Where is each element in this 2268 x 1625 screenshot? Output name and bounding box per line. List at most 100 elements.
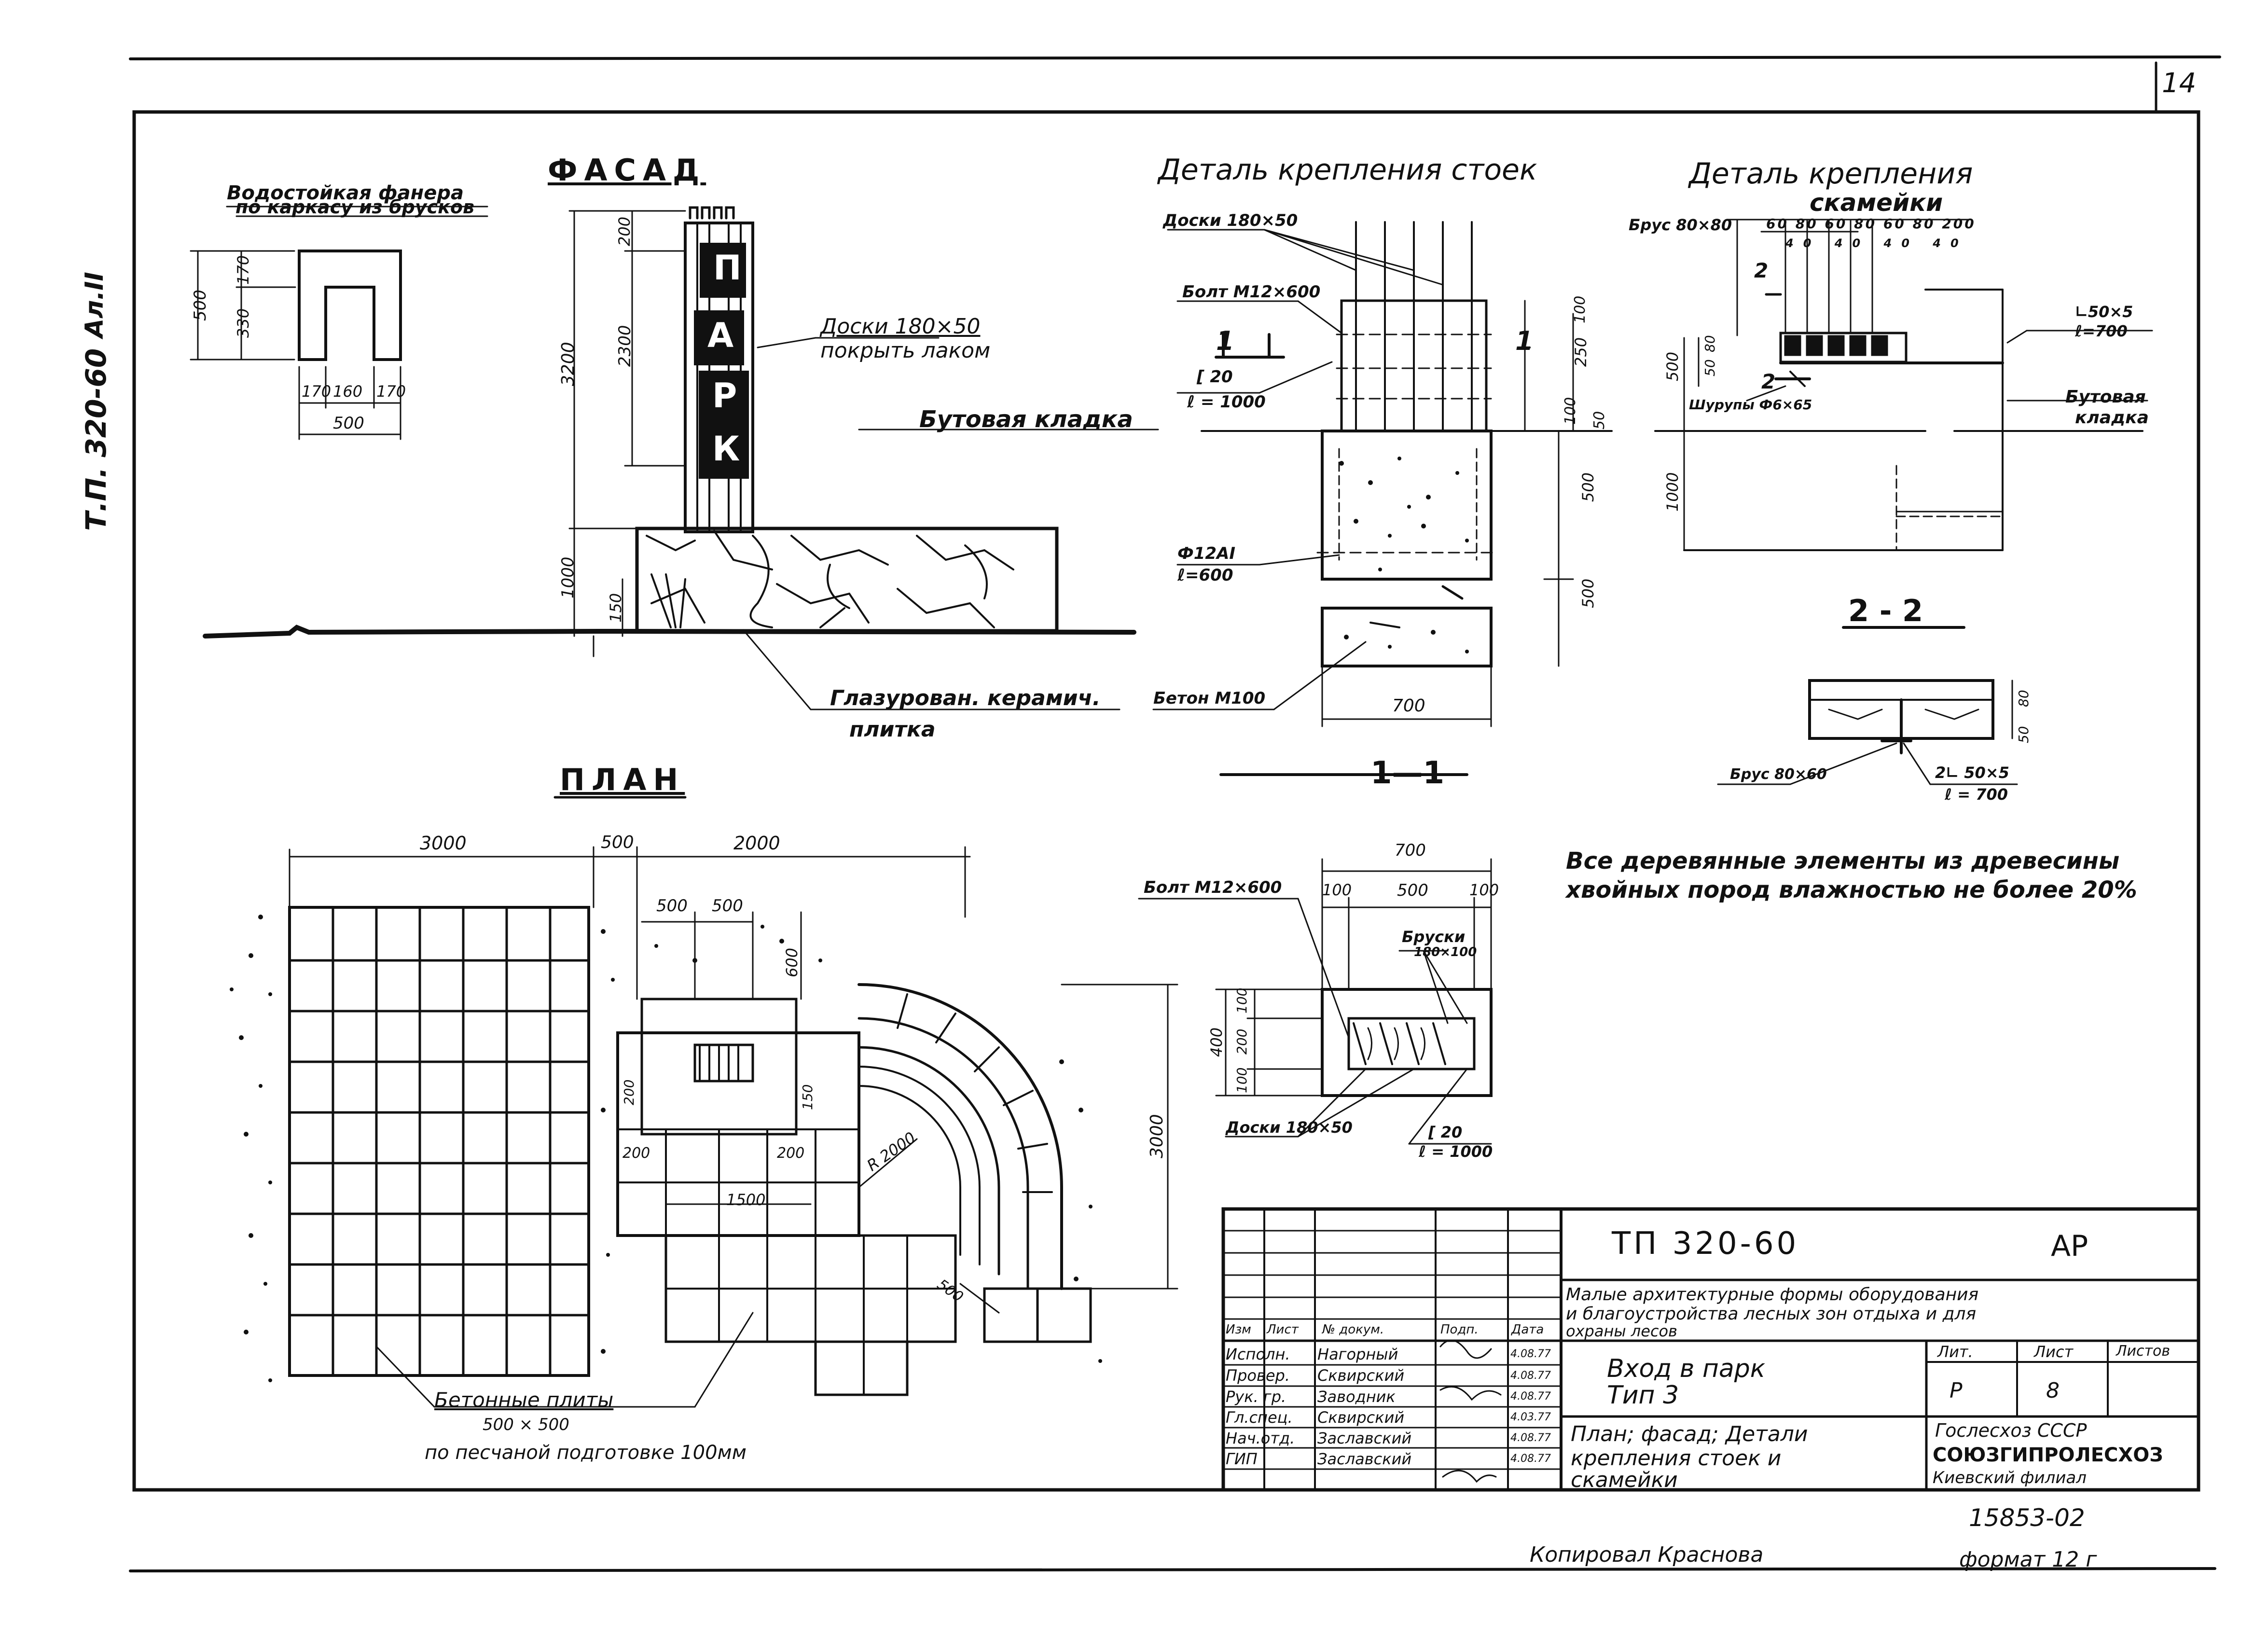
tb-row-6-name: Заславский bbox=[1317, 1450, 1412, 1468]
post-dim-700: 700 bbox=[1392, 696, 1425, 716]
bench-screws-label: Шурупы Ф6×65 bbox=[1689, 397, 1812, 413]
tb-header-sheet: Лист bbox=[1267, 1322, 1299, 1337]
panel-dim-width: 500 bbox=[333, 414, 364, 433]
copy-note: Копировал Краснова bbox=[1530, 1542, 1764, 1567]
sign-letter-3: Р bbox=[712, 376, 737, 416]
top-trim-line bbox=[129, 56, 2221, 60]
tb-sheet-name-2: крепления стоек и bbox=[1571, 1446, 1782, 1471]
section-1-1-dim-400: 400 bbox=[1207, 1027, 1226, 1057]
section-1-1-dim-200: 200 bbox=[1234, 1028, 1250, 1055]
archive-number: 15853-02 bbox=[1969, 1504, 2085, 1532]
tb-row-3-name: Заводник bbox=[1317, 1388, 1396, 1406]
bench-detail-title-1: Деталь крепления bbox=[1689, 157, 1973, 191]
post-rebar-2: ℓ=600 bbox=[1177, 566, 1233, 585]
plan-dim-3000: 3000 bbox=[420, 833, 467, 854]
tb-sheet-value: 8 bbox=[2046, 1378, 2060, 1403]
bench-dim-50: 50 bbox=[1702, 359, 1718, 376]
plan-dim-200b: 200 bbox=[777, 1145, 805, 1162]
section-1-1 bbox=[1138, 773, 1493, 1145]
post-dim-100: 100 bbox=[1572, 295, 1589, 323]
tb-org-2: СОЮЗГИПРОЛЕСХОЗ bbox=[1933, 1444, 2163, 1466]
tb-desc-1: Малые архитектурные формы оборудования bbox=[1566, 1285, 1979, 1305]
tb-row-2-name: Сквирский bbox=[1317, 1366, 1405, 1385]
post-rebar-1: Ф12АI bbox=[1177, 544, 1235, 563]
tb-org-1: Гослесхоз СССР bbox=[1935, 1420, 2087, 1441]
tb-row-6-role: ГИП bbox=[1226, 1450, 1258, 1468]
section-2-2-title: 2 - 2 bbox=[1848, 593, 1923, 628]
plan-dim-200a: 200 bbox=[622, 1145, 650, 1162]
drawing-frame bbox=[132, 110, 2200, 1492]
bench-dim-1000: 1000 bbox=[1663, 472, 1682, 512]
boards-note-1: Доски 180×50 bbox=[820, 314, 981, 339]
section-1-1-boards: Доски 180×50 bbox=[1226, 1118, 1353, 1137]
section-1-1-dim-100c: 100 bbox=[1234, 987, 1250, 1014]
tb-sheet-name-3: скамейки bbox=[1571, 1468, 1678, 1492]
sign-letter-4: К bbox=[712, 429, 740, 469]
tb-code: ТП 320-60 bbox=[1612, 1226, 1799, 1262]
facade-dim-3200: 3200 bbox=[558, 342, 578, 386]
plan-dim-150: 150 bbox=[800, 1084, 816, 1110]
plywood-panel-detail bbox=[190, 206, 488, 440]
slabs-note-2: 500 × 500 bbox=[483, 1415, 569, 1434]
bench-dim-500: 500 bbox=[1663, 351, 1682, 381]
masonry-note: Бутовая кладка bbox=[919, 406, 1133, 433]
bench-top-dims: 60 80 60 80 60 80 200 bbox=[1766, 216, 1976, 232]
section-2-2-dim-50: 50 bbox=[2016, 726, 2032, 743]
plan-dim-200c: 200 bbox=[621, 1079, 637, 1105]
sheet-format: формат 12 г bbox=[1959, 1547, 2097, 1572]
facade-dim-200: 200 bbox=[615, 216, 634, 246]
section-1-1-channel-2: ℓ = 1000 bbox=[1419, 1142, 1493, 1161]
tb-row-3-role: Рук. гр. bbox=[1226, 1388, 1286, 1406]
post-fixing-detail bbox=[1152, 221, 1613, 727]
plan-dim-600: 600 bbox=[783, 947, 801, 977]
plan-dim-3000v: 3000 bbox=[1147, 1114, 1167, 1158]
wood-note-line-1: Все деревянные элементы из древесины bbox=[1566, 847, 2120, 875]
tb-header-docno: № докум. bbox=[1322, 1322, 1384, 1337]
tb-row-3-date: 4.08.77 bbox=[1510, 1390, 1551, 1403]
title-block-lines bbox=[1221, 1207, 2200, 1492]
tb-col-sheets: Листов bbox=[2116, 1343, 2171, 1360]
section-1-1-bolt: Болт М12×600 bbox=[1144, 878, 1282, 897]
plan-dim-500: 500 bbox=[601, 833, 634, 852]
plywood-note-1: Водостойкая фанера bbox=[227, 182, 464, 204]
sheet-number: 14 bbox=[2162, 68, 2197, 99]
slabs-note-1: Бетонные плиты bbox=[434, 1388, 614, 1412]
panel-dim-total: 500 bbox=[191, 290, 210, 321]
post-concrete-label: Бетон М100 bbox=[1153, 689, 1266, 708]
plan-dim-500b: 500 bbox=[712, 896, 743, 916]
section-2-2-dim-80: 80 bbox=[2016, 690, 2032, 707]
bench-fixing-detail bbox=[1654, 219, 2153, 551]
tb-header-date: Дата bbox=[1511, 1322, 1544, 1337]
bench-angle-2: ℓ=700 bbox=[2075, 322, 2128, 340]
tb-stage-code: АР bbox=[2051, 1229, 2088, 1263]
facade-title: ФАСАД bbox=[548, 153, 706, 188]
post-bolt-label: Болт М12×600 bbox=[1182, 282, 1321, 302]
post-dim-250: 250 bbox=[1572, 337, 1590, 367]
section-1-1-beams-1: Бруски bbox=[1402, 928, 1466, 946]
bench-dim-80: 80 bbox=[1702, 335, 1718, 352]
tb-desc-3: охраны лесов bbox=[1566, 1322, 1677, 1340]
post-section-mark-right: 1 bbox=[1515, 326, 1534, 356]
section-1-1-beams-2: 180×100 bbox=[1414, 945, 1477, 959]
tile-note-2: плитка bbox=[849, 717, 936, 742]
section-2-2 bbox=[1717, 626, 2018, 785]
tb-row-1-name: Нагорный bbox=[1317, 1345, 1398, 1363]
tb-row-2-role: Провер. bbox=[1226, 1366, 1290, 1385]
tb-object-1: Вход в парк bbox=[1607, 1354, 1766, 1383]
bench-sub-dims: 40 40 40 40 bbox=[1785, 236, 1968, 250]
tb-row-5-name: Заславский bbox=[1317, 1429, 1412, 1447]
section-1-1-dim-700: 700 bbox=[1395, 841, 1426, 860]
plan-dim-2000: 2000 bbox=[733, 833, 780, 854]
post-channel-1: [ 20 bbox=[1197, 367, 1233, 387]
tb-row-2-date: 4.08.77 bbox=[1510, 1370, 1551, 1382]
plan-dim-500a: 500 bbox=[656, 896, 688, 916]
bench-angle-1: ∟50×5 bbox=[2075, 303, 2133, 321]
tb-row-1-date: 4.08.77 bbox=[1510, 1348, 1551, 1360]
tb-header-sign: Подп. bbox=[1440, 1322, 1479, 1337]
facade-dim-150: 150 bbox=[607, 593, 625, 623]
tb-lit-value: Р bbox=[1950, 1378, 1963, 1403]
section-2-2-angle-1: 2∟ 50×5 bbox=[1935, 764, 2009, 782]
bench-masonry-1: Бутовая bbox=[2065, 387, 2146, 407]
section-1-1-dim-100b: 100 bbox=[1469, 881, 1499, 899]
panel-dim-w2: 160 bbox=[333, 382, 363, 401]
